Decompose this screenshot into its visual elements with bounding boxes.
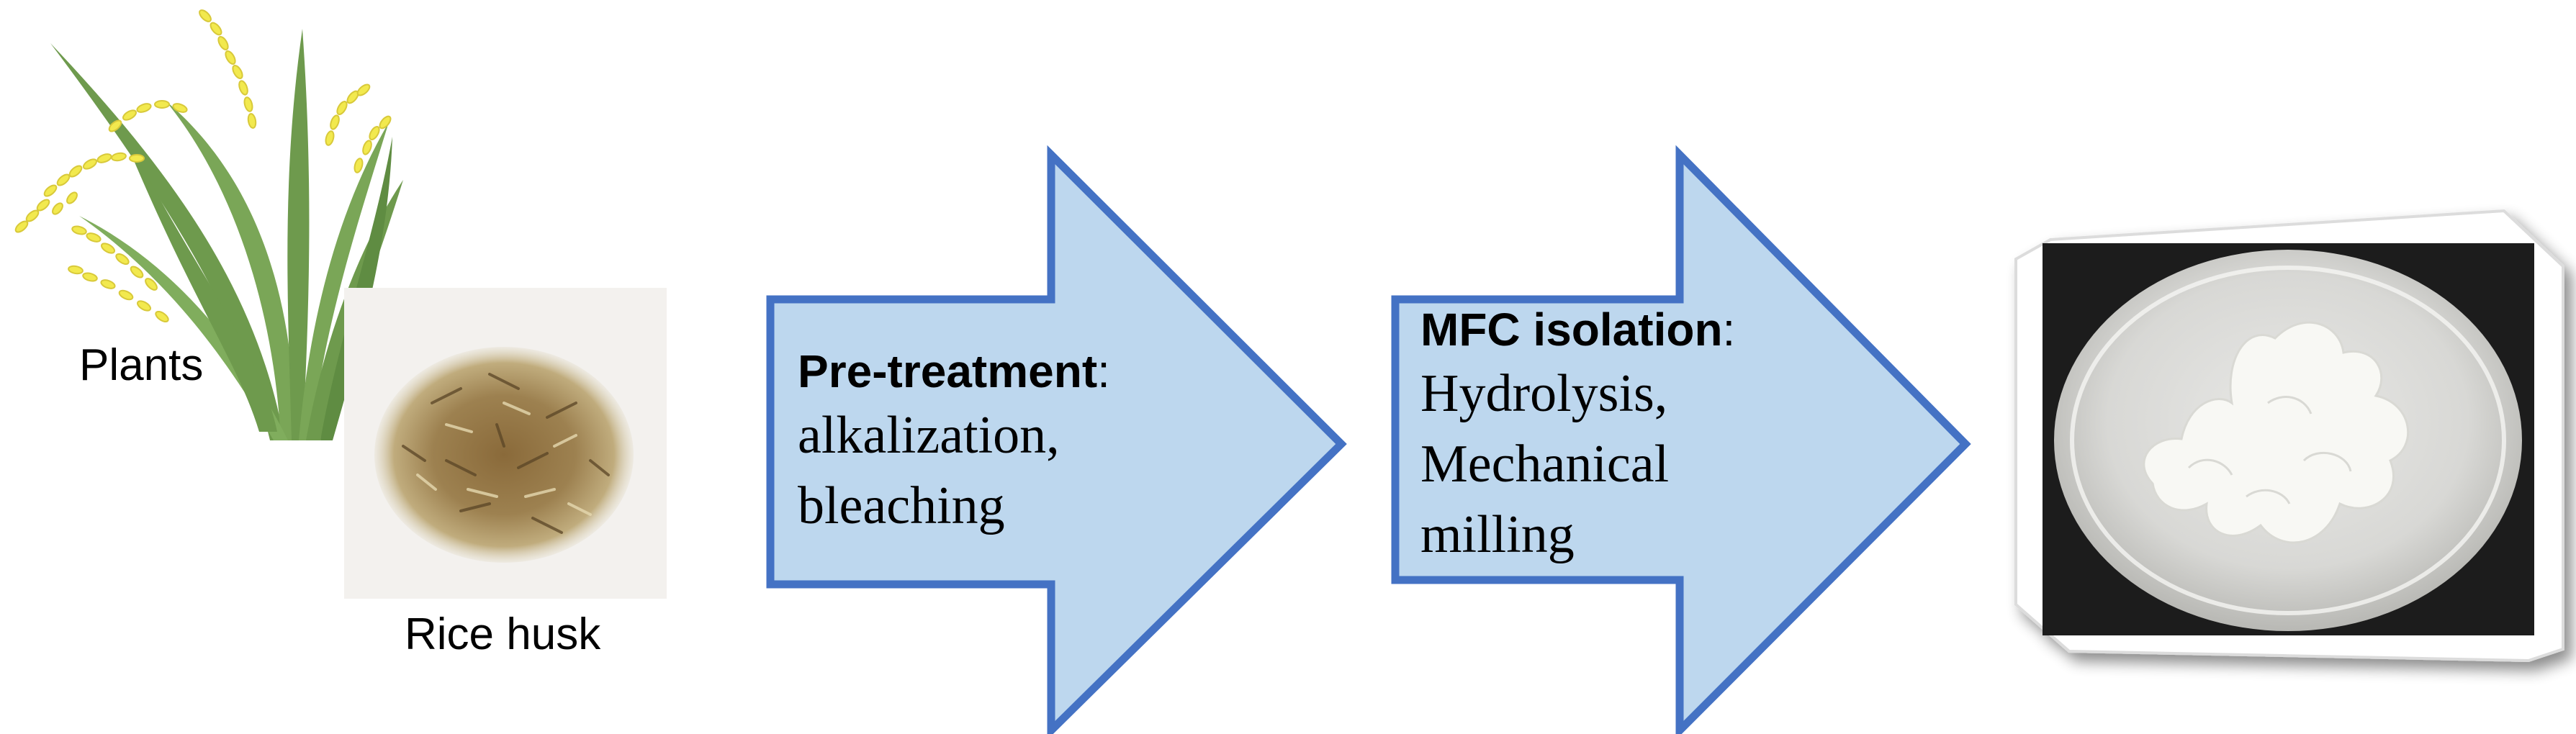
pretreatment-line-2: bleaching bbox=[798, 476, 1005, 535]
rice-husk-label: Rice husk bbox=[405, 610, 601, 659]
pretreatment-text: Pre-treatment: alkalization, bleaching bbox=[798, 343, 1110, 541]
plants-label: Plants bbox=[79, 340, 204, 390]
mfc-isolation-arrow bbox=[1391, 145, 1971, 734]
mfc-isolation-title-bold: MFC isolation bbox=[1420, 304, 1723, 355]
mfc-product-photo bbox=[2014, 209, 2564, 663]
mfc-product-icon bbox=[2143, 321, 2410, 544]
mfc-isolation-text: MFC isolation: Hydrolysis, Mechanical mi… bbox=[1420, 301, 1735, 570]
rice-husk-photo bbox=[344, 288, 667, 599]
pretreatment-title: Pre-treatment: bbox=[798, 343, 1110, 400]
mfc-isolation-title-colon: : bbox=[1722, 304, 1736, 355]
mfc-isolation-line-3: milling bbox=[1420, 505, 1575, 564]
pretreatment-line-1: alkalization, bbox=[798, 406, 1060, 465]
mfc-isolation-title: MFC isolation: bbox=[1420, 301, 1735, 358]
pretreatment-arrow bbox=[766, 145, 1347, 734]
mfc-isolation-line-2: Mechanical bbox=[1420, 435, 1670, 494]
pretreatment-title-bold: Pre-treatment bbox=[798, 345, 1098, 397]
pretreatment-title-colon: : bbox=[1097, 345, 1110, 397]
mfc-isolation-line-1: Hydrolysis, bbox=[1420, 364, 1668, 423]
